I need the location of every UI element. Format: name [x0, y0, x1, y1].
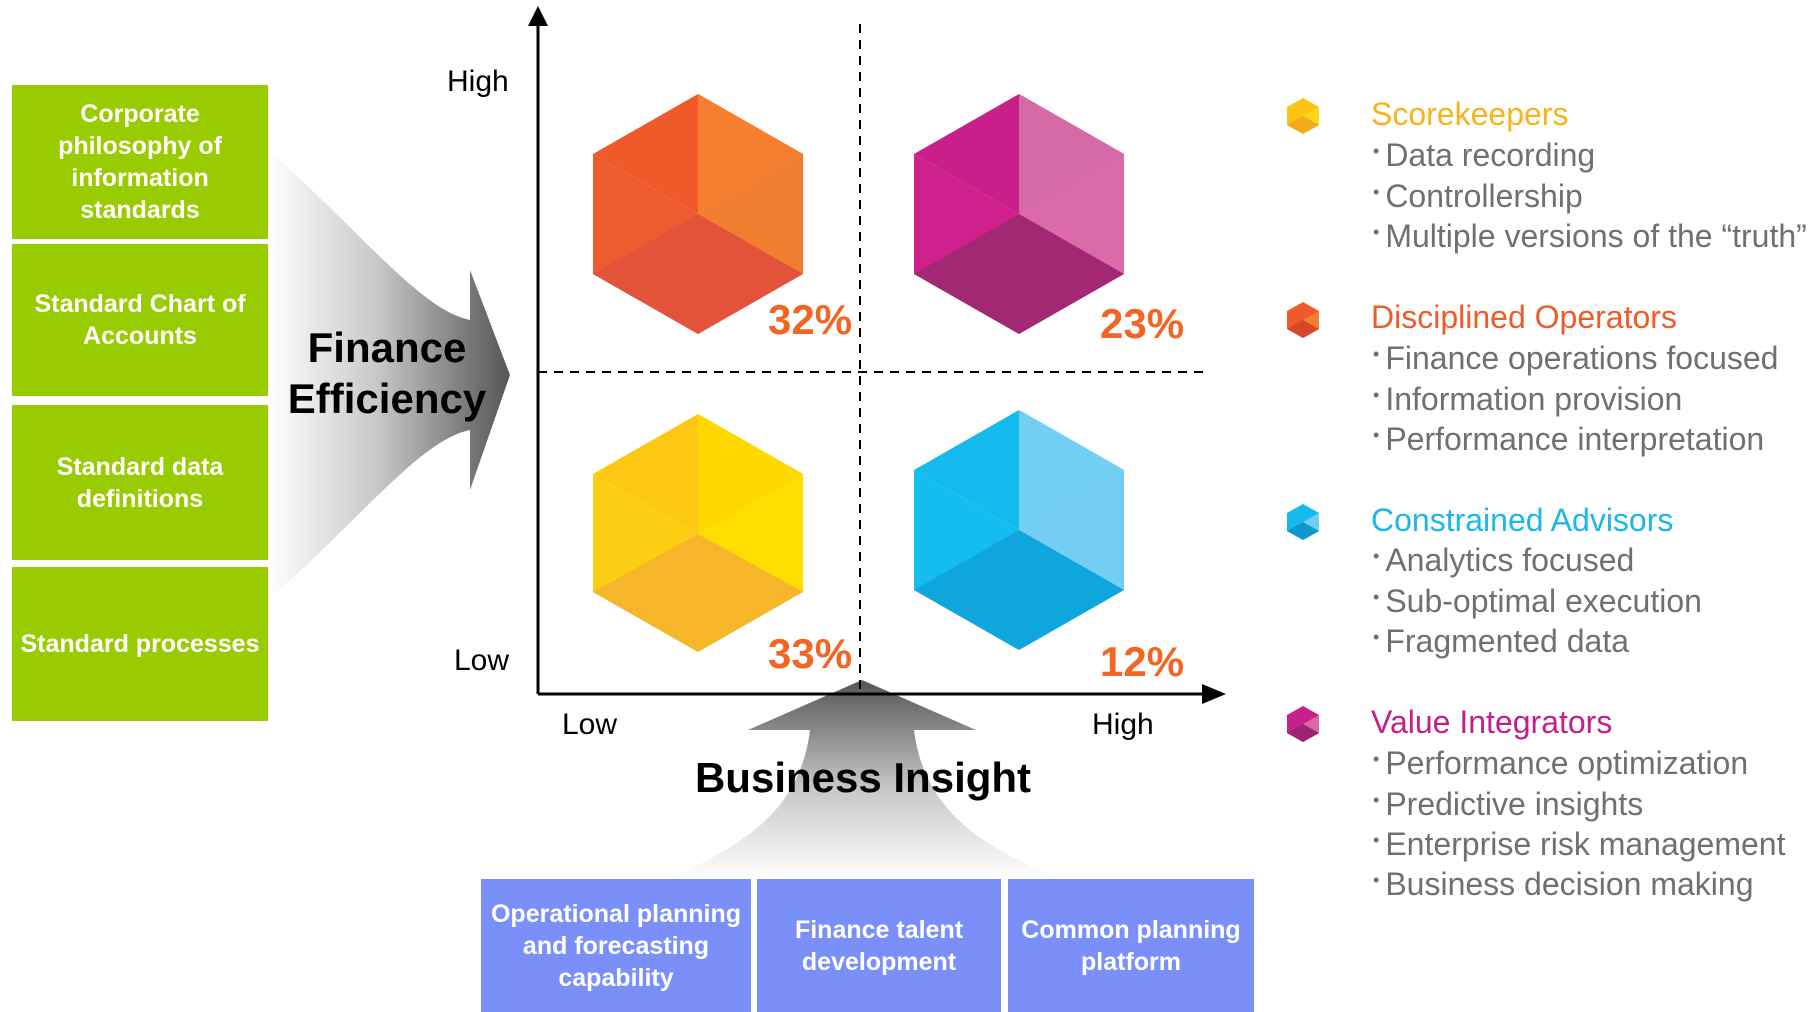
left-box-data-definitions: Standard data definitions: [12, 405, 268, 560]
legend-item: •Analytics focused: [1373, 542, 1635, 578]
cube-disciplined-operators: [593, 94, 803, 334]
left-box-info-standards: Corporate philosophy of information stan…: [12, 85, 268, 239]
cube-scorekeepers: [593, 414, 803, 652]
x-axis-high-label: High: [1092, 708, 1154, 741]
bottom-box-planning-platform: Common planning platform: [1008, 879, 1254, 1012]
x-axis-low-label: Low: [562, 708, 618, 741]
legend-item: •Controllership: [1373, 178, 1583, 214]
percent-bottom-right: 12%: [1100, 638, 1185, 685]
legend-item: •Fragmented data: [1373, 623, 1630, 659]
bottom-box-operational-planning: Operational planning and forecasting cap…: [481, 879, 751, 1012]
y-axis-high-label: High: [447, 65, 509, 98]
cube-value-integrators: [914, 94, 1124, 334]
y-axis-title: Finance Efficiency: [287, 324, 487, 422]
legend-title-constrained-advisors: Constrained Advisors: [1371, 502, 1674, 538]
percent-top-left: 32%: [768, 296, 853, 343]
legend-item: •Finance operations focused: [1373, 340, 1779, 376]
bottom-box-talent-development: Finance talent development: [757, 879, 1001, 1012]
x-axis-title: Business Insight: [694, 754, 1032, 801]
legend-item: •Performance interpretation: [1373, 421, 1765, 457]
legend-title-disciplined-operators: Disciplined Operators: [1371, 299, 1677, 335]
left-box-processes: Standard processes: [12, 567, 268, 721]
cube-constrained-advisors: [914, 410, 1124, 650]
blue-cube-icon: [1287, 504, 1319, 540]
legend-item: •Performance optimization: [1373, 745, 1749, 781]
left-box-chart-of-accounts: Standard Chart of Accounts: [12, 244, 268, 396]
business-insight-arrow: [668, 680, 1058, 879]
y-axis-arrowhead: [528, 6, 548, 26]
legend-item: •Sub-optimal execution: [1373, 583, 1702, 619]
legend-item: •Business decision making: [1373, 866, 1754, 902]
percent-bottom-left: 33%: [768, 630, 853, 677]
orange-cube-icon: [1287, 302, 1319, 338]
yellow-cube-icon: [1287, 98, 1319, 134]
legend-item: •Data recording: [1373, 137, 1596, 173]
legend-title-value-integrators: Value Integrators: [1371, 704, 1613, 740]
x-axis-arrowhead: [1202, 684, 1226, 704]
finance-efficiency-arrow: [268, 150, 510, 600]
legend-item: •Multiple versions of the “truth”: [1373, 218, 1807, 254]
legend-item: •Information provision: [1373, 381, 1683, 417]
legend-title-scorekeepers: Scorekeepers: [1371, 96, 1569, 132]
magenta-cube-icon: [1287, 706, 1319, 742]
y-axis-low-label: Low: [454, 644, 510, 677]
percent-top-right: 23%: [1100, 300, 1185, 347]
legend-item: •Predictive insights: [1373, 786, 1644, 822]
legend-item: •Enterprise risk management: [1373, 826, 1786, 862]
